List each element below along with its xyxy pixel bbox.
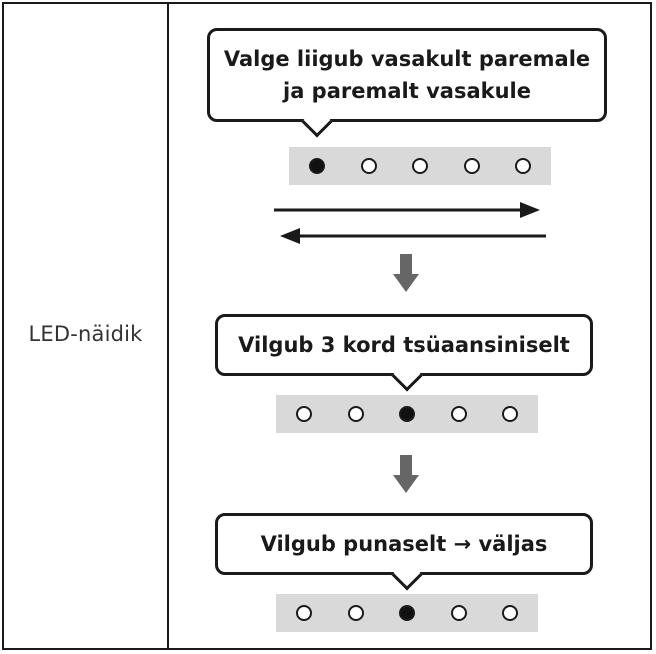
step-2-callout: Vilgub 3 kord tsüaansiniselt xyxy=(215,314,593,392)
led-on xyxy=(399,605,415,621)
led-off xyxy=(296,605,312,621)
led-bar-3 xyxy=(276,594,538,632)
led-off xyxy=(450,605,467,621)
step-1-callout: Valge liigub vasakult paremale ja parema… xyxy=(207,28,607,138)
led-off xyxy=(347,406,364,422)
led-off xyxy=(412,158,428,174)
step-3-line-1: Vilgub punaselt → väljas xyxy=(260,532,548,556)
step-3-callout: Vilgub punaselt → väljas xyxy=(215,513,593,591)
led-bar-2 xyxy=(276,395,538,433)
led-off xyxy=(463,158,480,174)
led-off xyxy=(502,406,518,422)
arrow-left-icon xyxy=(280,228,546,244)
callout-pointer xyxy=(301,106,333,138)
step-2-line-1: Vilgub 3 kord tsüaansiniselt xyxy=(238,333,570,357)
down-arrow-icon xyxy=(393,455,419,493)
left-right-arrows xyxy=(274,202,546,244)
callout-pointer xyxy=(391,559,423,591)
step-1-line-2: ja paremalt vasakule xyxy=(283,79,531,103)
led-on xyxy=(399,406,415,422)
row-label: LED-näidik xyxy=(28,322,143,346)
step-1-line-1: Valge liigub vasakult paremale xyxy=(223,47,591,71)
led-off xyxy=(360,158,377,174)
led-bar-1 xyxy=(289,147,551,185)
led-off xyxy=(450,406,467,422)
led-off xyxy=(515,158,531,174)
column-divider xyxy=(167,4,169,648)
led-off xyxy=(347,605,364,621)
callout-pointer xyxy=(391,360,423,392)
led-off xyxy=(296,406,312,422)
arrow-right-icon xyxy=(274,202,540,218)
led-on xyxy=(309,158,325,174)
led-off xyxy=(502,605,518,621)
down-arrow-icon xyxy=(393,254,419,292)
